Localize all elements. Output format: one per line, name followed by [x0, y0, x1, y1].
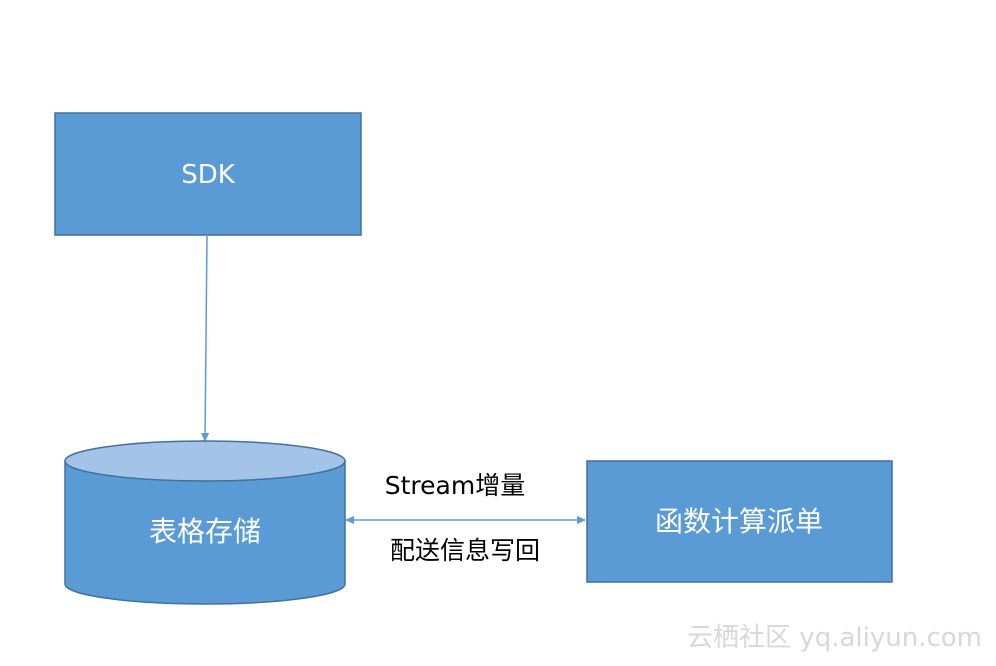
table-storage-label: 表格存储 [149, 515, 261, 548]
function-compute-box [586, 460, 893, 583]
function-compute-label: 函数计算派单 [655, 505, 823, 538]
watermark-text: 云栖社区 yq.aliyun.com [687, 623, 982, 653]
table-storage-node: 表格存储 [64, 440, 346, 605]
sdk-to-storage-arrow [201, 234, 210, 442]
sdk-label: SDK [181, 160, 236, 190]
cylinder-top [64, 440, 346, 482]
sdk-node: SDK [54, 112, 362, 236]
sdk-box [54, 112, 362, 236]
function-compute-node: 函数计算派单 [586, 460, 893, 583]
edge-label-writeback: 配送信息写回 [390, 536, 540, 565]
edge-label-stream: Stream增量 [385, 471, 525, 500]
cylinder-body [64, 461, 346, 605]
